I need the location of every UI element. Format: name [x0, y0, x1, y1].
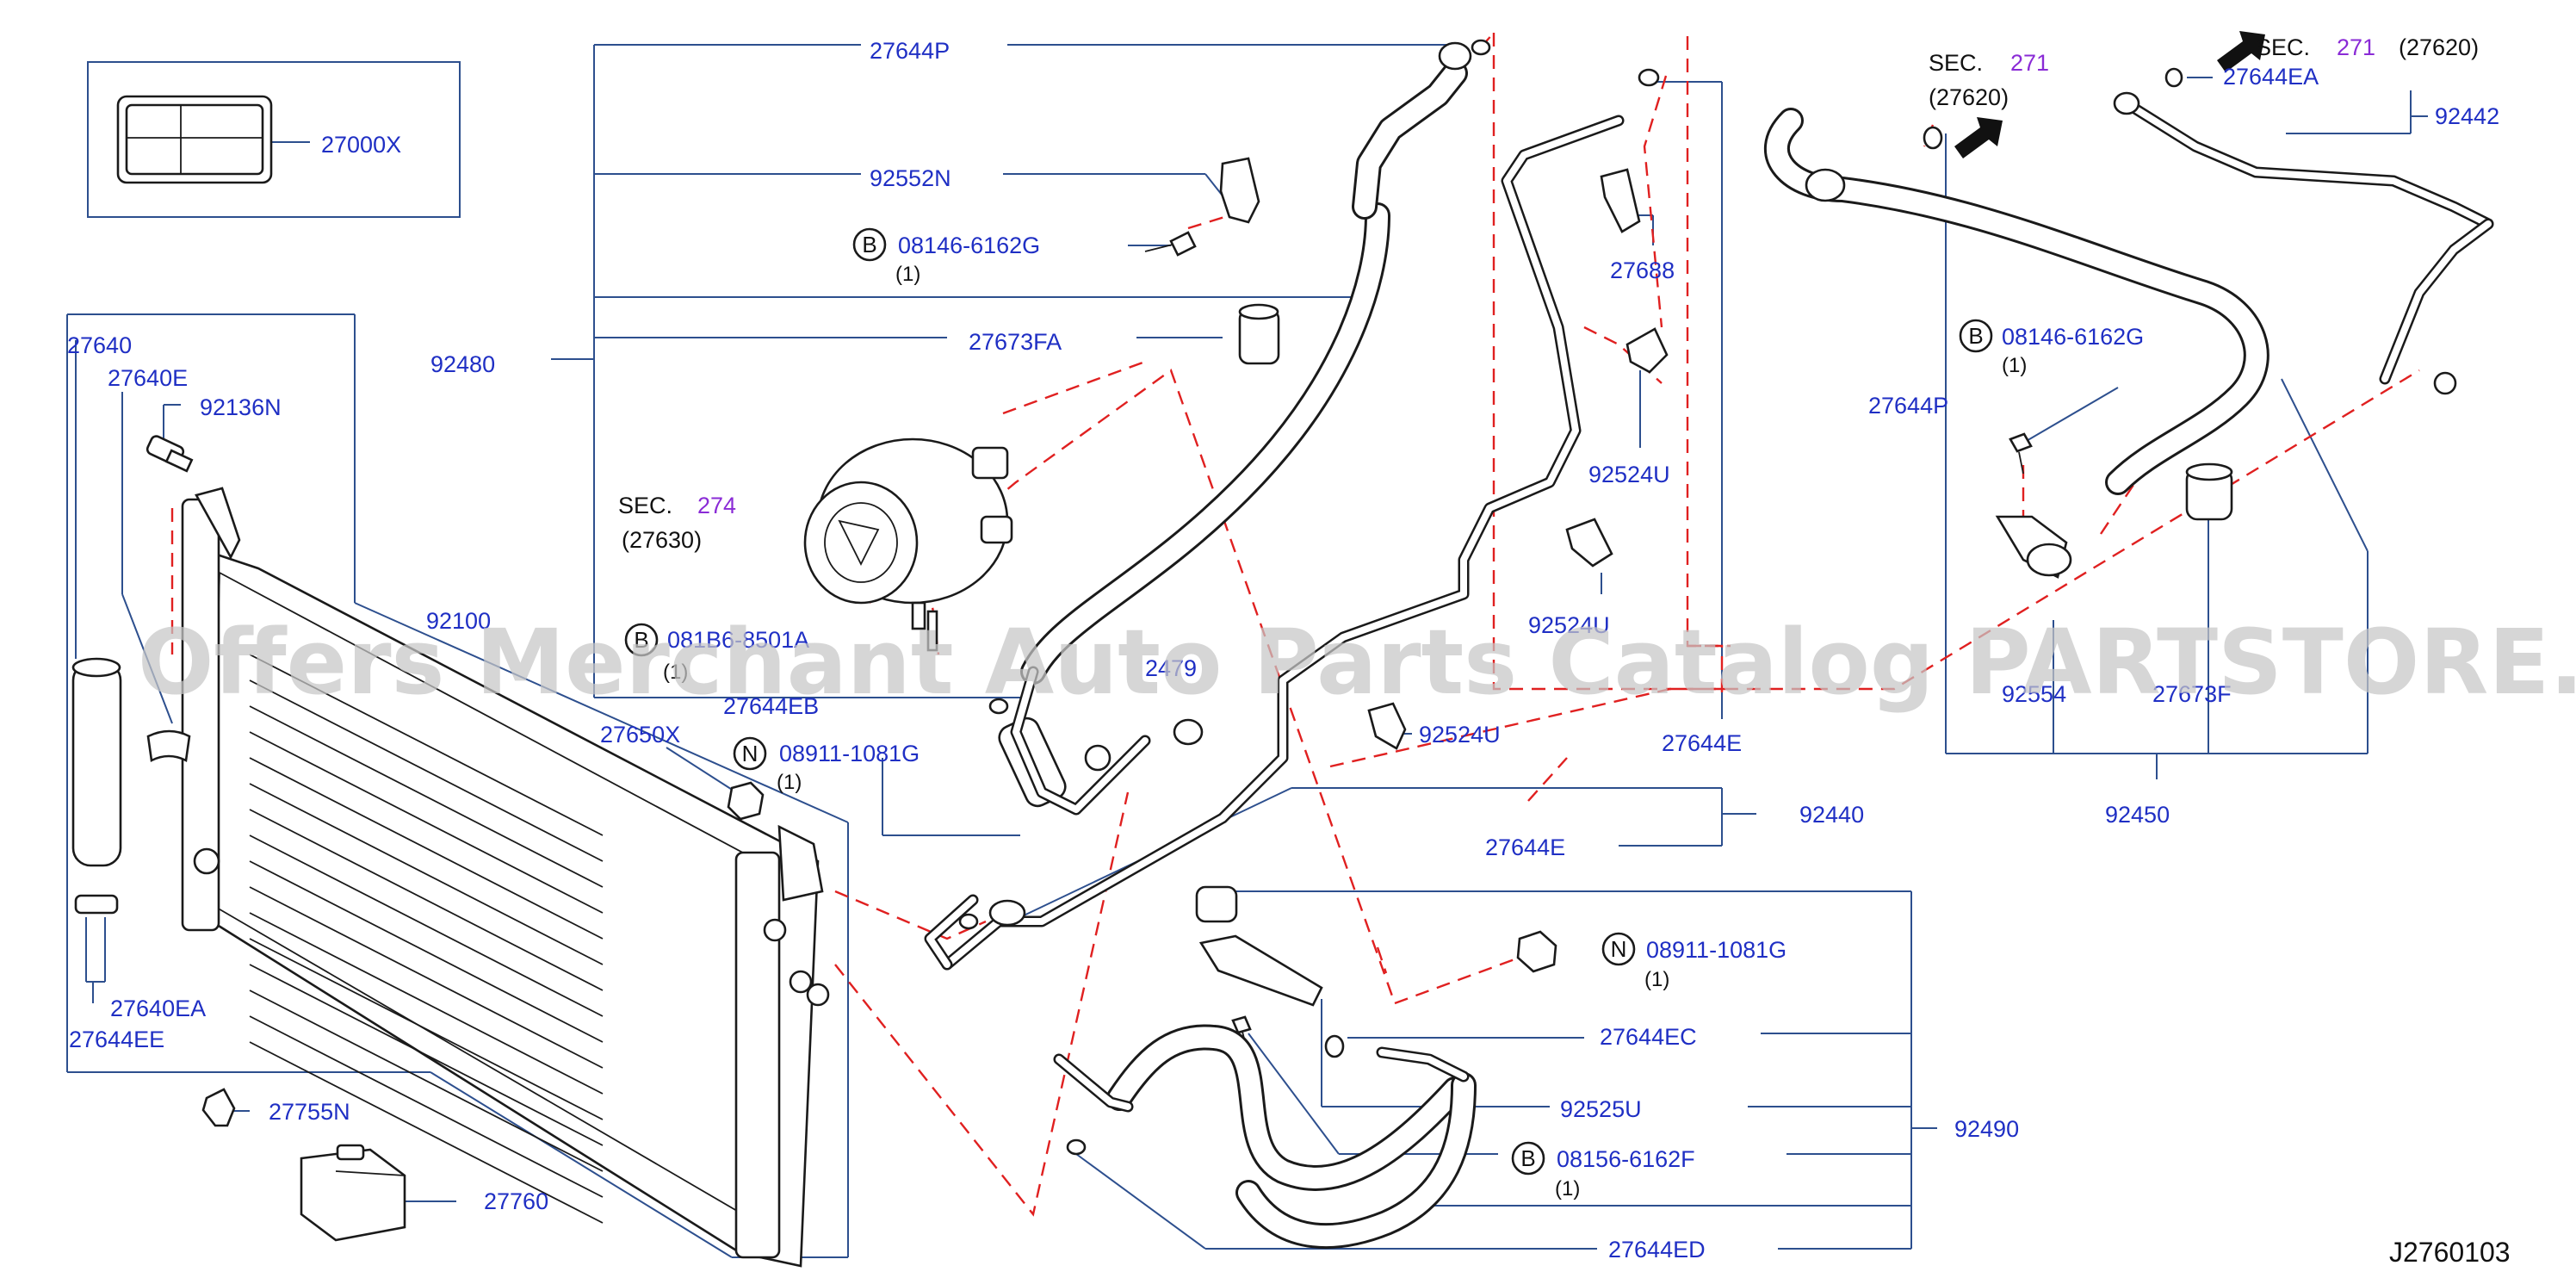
condenser-fin — [249, 886, 604, 1069]
o-rings — [958, 39, 2457, 1156]
part-qty: (1) — [2002, 354, 2027, 377]
part-label-27644p[interactable]: 27644P — [1868, 393, 1948, 419]
condenser-part — [181, 487, 830, 1268]
part-label-27688[interactable]: 27688 — [1610, 257, 1675, 283]
part-qty: (1) — [777, 771, 802, 794]
condenser-fin — [249, 938, 604, 1120]
clamps — [1195, 157, 2233, 1007]
condenser-fin — [249, 809, 604, 991]
compressor-part — [803, 437, 1013, 630]
part-label-92136n[interactable]: 92136N — [200, 394, 282, 420]
part-label-27644ea[interactable]: 27644EA — [2223, 64, 2319, 90]
part-label-92524u[interactable]: 92524U — [1588, 462, 1670, 487]
part-label-08146-6162g[interactable]: 08146-6162G — [898, 233, 1040, 258]
part-label-27640ea[interactable]: 27640EA — [110, 996, 206, 1021]
part-label-92524u[interactable]: 92524U — [1528, 612, 1610, 638]
part-label-92554[interactable]: 92554 — [2002, 681, 2066, 707]
receiver-drier-part — [71, 657, 191, 915]
part-label-27644eb[interactable]: 27644EB — [723, 693, 819, 719]
part-label-08911-1081g[interactable]: 08911-1081G — [779, 741, 920, 766]
clip-part — [201, 1088, 236, 1127]
part-label-92490[interactable]: 92490 — [1954, 1116, 2019, 1142]
watermark: Offers Merchant Auto Parts Catalog PARTS… — [138, 610, 2576, 715]
condenser-fin — [249, 731, 604, 914]
direction-arrows — [1954, 31, 2265, 158]
part-label-92525u[interactable]: 92525U — [1560, 1096, 1642, 1122]
part-label-08146-6162g[interactable]: 08146-6162G — [2002, 324, 2144, 350]
condenser-fin — [249, 834, 604, 1017]
bolt-marker-b: B — [1968, 323, 1983, 349]
part-labels: 27000X 27644P 92552N 08146-6162G (1) 276… — [67, 34, 2499, 1262]
part-label-27673fa[interactable]: 27673FA — [969, 329, 1062, 355]
marker-letters: B B N N B B — [634, 232, 1983, 1171]
section-ref-271[interactable]: 271 — [2337, 34, 2375, 60]
section-ref-word: SEC. — [1929, 50, 1983, 76]
part-label-92524u[interactable]: 92524U — [1419, 722, 1501, 748]
section-ref-word: SEC. — [2256, 34, 2310, 60]
section-ref-271[interactable]: 271 — [2010, 50, 2049, 76]
condenser-fin — [249, 1041, 604, 1224]
air-filter-part — [116, 95, 273, 184]
condenser-fin — [249, 912, 604, 1095]
condenser-fin — [249, 783, 604, 965]
section-ref-word: SEC. — [618, 493, 672, 518]
fasteners — [727, 231, 2033, 1056]
diagram-code: J2760103 — [2389, 1237, 2511, 1268]
part-label-08156-6162f[interactable]: 08156-6162F — [1557, 1146, 1695, 1172]
condenser-fin — [249, 679, 604, 862]
part-label-27644e[interactable]: 27644E — [1485, 834, 1565, 860]
condenser-fin — [249, 705, 604, 888]
bolt-marker-b: B — [634, 627, 648, 653]
nut-marker-n: N — [742, 741, 759, 766]
part-label-27644ed[interactable]: 27644ED — [1608, 1237, 1706, 1262]
section-ref-sub: (27630) — [622, 527, 702, 553]
part-qty: (1) — [1644, 968, 1669, 991]
part-label-27755n[interactable]: 27755N — [269, 1099, 350, 1125]
condenser-fin — [249, 990, 604, 1172]
section-ref-sub: (27620) — [2399, 34, 2479, 60]
bolt-marker-b: B — [862, 232, 876, 257]
part-label-081b6-8501a[interactable]: 081B6-8501A — [667, 627, 809, 653]
marker-circles — [624, 227, 1993, 1176]
part-label-27760[interactable]: 27760 — [484, 1188, 548, 1214]
condenser-fin — [249, 757, 604, 940]
part-label-27644p[interactable]: 27644P — [870, 38, 950, 64]
part-label-27673f[interactable]: 27673F — [2152, 681, 2232, 707]
sensor-part — [146, 435, 194, 473]
condenser-fin — [249, 964, 604, 1146]
part-label-27640e[interactable]: 27640E — [108, 365, 188, 391]
section-ref-274[interactable]: 274 — [697, 493, 736, 518]
part-label-92480[interactable]: 92480 — [430, 351, 495, 377]
leader-lines — [66, 44, 2428, 1258]
part-label-08911-1081g[interactable]: 08911-1081G — [1646, 937, 1786, 963]
part-label-27650x[interactable]: 27650X — [600, 722, 680, 748]
part-label-92450[interactable]: 92450 — [2105, 802, 2170, 828]
part-qty: (1) — [1555, 1177, 1580, 1200]
part-label-2479[interactable]: 2479 — [1145, 655, 1197, 681]
part-label-92100[interactable]: 92100 — [426, 608, 491, 634]
section-ref-sub: (27620) — [1929, 84, 2009, 110]
condenser-fin — [249, 654, 604, 836]
condenser-fin — [249, 860, 604, 1043]
part-label-27644e[interactable]: 27644E — [1662, 730, 1742, 756]
part-label-27644ec[interactable]: 27644EC — [1600, 1024, 1697, 1050]
bolt-marker-b: B — [1520, 1145, 1535, 1171]
relay-part — [300, 1144, 406, 1242]
part-qty: (1) — [663, 661, 688, 684]
part-label-27644ee[interactable]: 27644EE — [69, 1027, 164, 1052]
part-label-92442[interactable]: 92442 — [2435, 103, 2499, 129]
part-label-27640[interactable]: 27640 — [67, 332, 132, 358]
part-label-92552n[interactable]: 92552N — [870, 165, 951, 191]
nut-marker-n: N — [1611, 936, 1627, 962]
part-qty: (1) — [895, 263, 920, 286]
part-label-92440[interactable]: 92440 — [1799, 802, 1864, 828]
pipes — [924, 97, 2494, 1113]
condenser-fin — [249, 1015, 604, 1198]
part-label-27000x[interactable]: 27000X — [321, 132, 401, 158]
parts — [71, 31, 2494, 1268]
